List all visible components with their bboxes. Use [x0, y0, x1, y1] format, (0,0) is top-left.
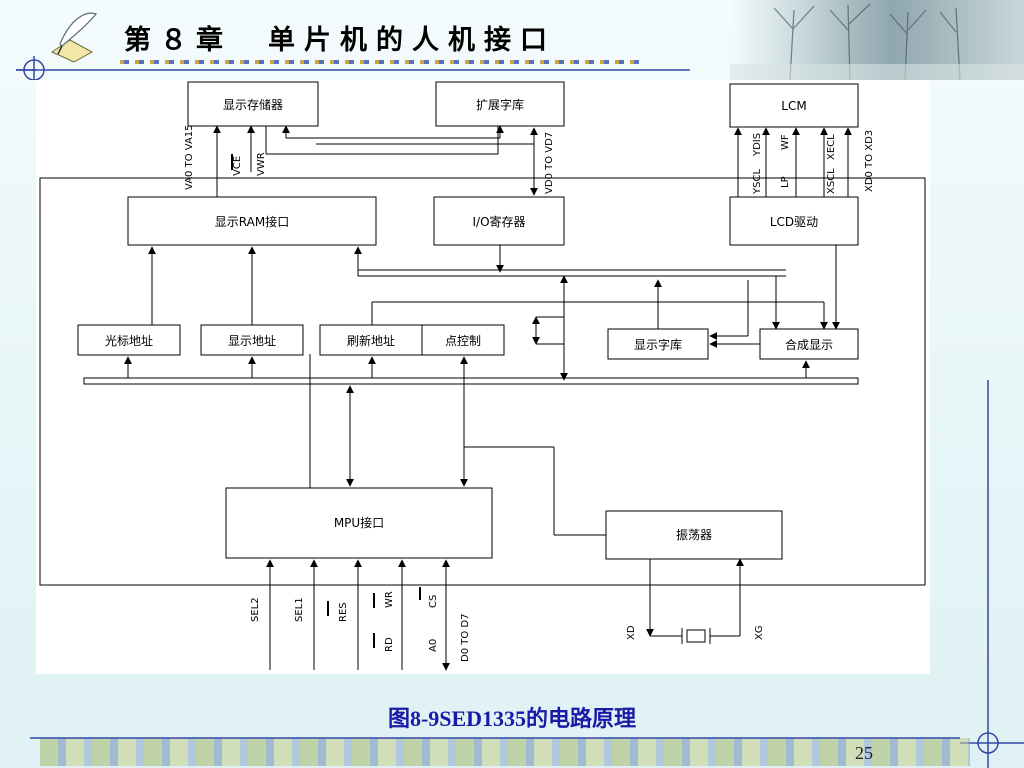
block-ram-interface [127, 196, 377, 246]
block-cursor-addr [77, 324, 181, 356]
block-dot-control [421, 324, 505, 356]
signal-vce: VCE [232, 156, 243, 176]
block-io-register [433, 196, 565, 246]
block-mpu-interface [225, 487, 493, 559]
signal-va: VA0 TO VA15 [184, 124, 195, 190]
page-number: 25 [855, 743, 873, 763]
label-dot-control: 点控制 [445, 334, 481, 348]
label-lcm: LCM [781, 99, 806, 113]
block-display-addr [200, 324, 304, 356]
signal-rd: RD [384, 637, 395, 652]
block-display-memory [187, 81, 319, 127]
crosshair-left [23, 56, 45, 380]
signal-xd-osc: XD [626, 625, 637, 640]
label-cursor-addr: 光标地址 [105, 334, 153, 348]
label-lcd-driver: LCD驱动 [770, 215, 818, 229]
tree-photo-image [730, 3, 1024, 81]
block-ext-font [435, 81, 565, 127]
block-composite-display [759, 328, 859, 360]
signal-xg: XG [754, 625, 765, 640]
quill-book-icon [50, 12, 97, 63]
signal-xecl: XECL [826, 134, 837, 160]
signal-yscl: YSCL [752, 169, 763, 195]
label-display-memory: 显示存储器 [223, 97, 283, 112]
signal-d: D0 TO D7 [460, 614, 471, 662]
block-lcd-driver [729, 196, 859, 246]
header-photo [730, 0, 1024, 81]
label-io-register: I/O寄存器 [472, 214, 525, 229]
label-ext-font: 扩展字库 [476, 97, 524, 112]
right-decoration [960, 380, 1024, 768]
signal-wr: WR [384, 591, 395, 608]
chip-boundary [39, 177, 926, 586]
signal-sel1: SEL1 [294, 597, 305, 622]
figure-caption: 图8-9SED1335的电路原理 [387, 706, 637, 731]
block-oscillator [605, 510, 783, 560]
signal-xscl: XSCL [826, 168, 837, 194]
sed1335-block-diagram: 显示存储器 扩展字库 LCM 显示RAM接口 I/O寄存器 LCD驱动 光标地址… [39, 81, 926, 671]
slide-title: 第８章 单片机的人机接口 [124, 25, 556, 56]
label-mpu-interface: MPU接口 [334, 515, 384, 530]
block-display-font [607, 328, 709, 360]
footer-band [40, 738, 970, 766]
signal-ydis: YDIS [752, 133, 763, 157]
label-ram-interface: 显示RAM接口 [215, 214, 289, 229]
signal-cs: CS [428, 595, 439, 608]
signal-wf: WF [780, 134, 791, 150]
signal-xd: XD0 TO XD3 [864, 130, 875, 192]
signal-vwr: VWR [256, 152, 267, 176]
signal-sel2: SEL2 [250, 597, 261, 622]
label-oscillator: 振荡器 [676, 528, 712, 542]
signal-a0: A0 [428, 639, 439, 652]
footer-rule [30, 737, 960, 739]
signal-res: RES [338, 602, 349, 622]
internal-bus [83, 377, 859, 385]
label-display-addr: 显示地址 [228, 334, 276, 348]
signal-lp: LP [780, 176, 791, 188]
label-refresh-addr: 刷新地址 [347, 333, 395, 348]
block-lcm [729, 83, 859, 128]
label-composite-display: 合成显示 [785, 337, 833, 352]
diagram-canvas: 显示存储器 扩展字库 LCM 显示RAM接口 I/O寄存器 LCD驱动 光标地址… [36, 80, 930, 674]
signal-vd: VD0 TO VD7 [544, 132, 555, 194]
label-display-font: 显示字库 [634, 337, 682, 352]
